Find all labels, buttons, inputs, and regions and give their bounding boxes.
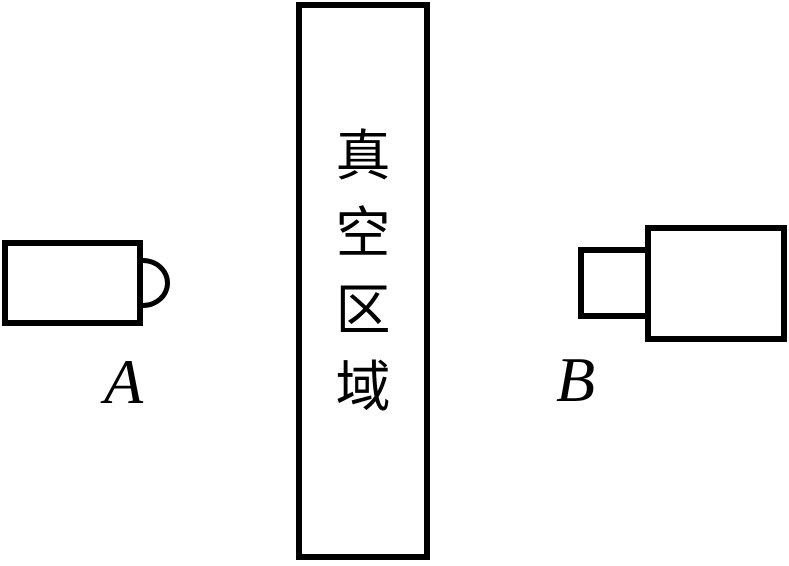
vacuum-region-label: 真空区域	[335, 126, 391, 418]
device-b-label: B	[556, 344, 596, 415]
device-a-label: A	[104, 346, 144, 417]
device-b-horn	[578, 247, 652, 319]
device-a-body	[2, 240, 143, 326]
vacuum-chamber-box: 真空区域	[296, 2, 430, 560]
device-b-body	[645, 225, 787, 342]
device-a-dome-icon	[143, 258, 170, 308]
